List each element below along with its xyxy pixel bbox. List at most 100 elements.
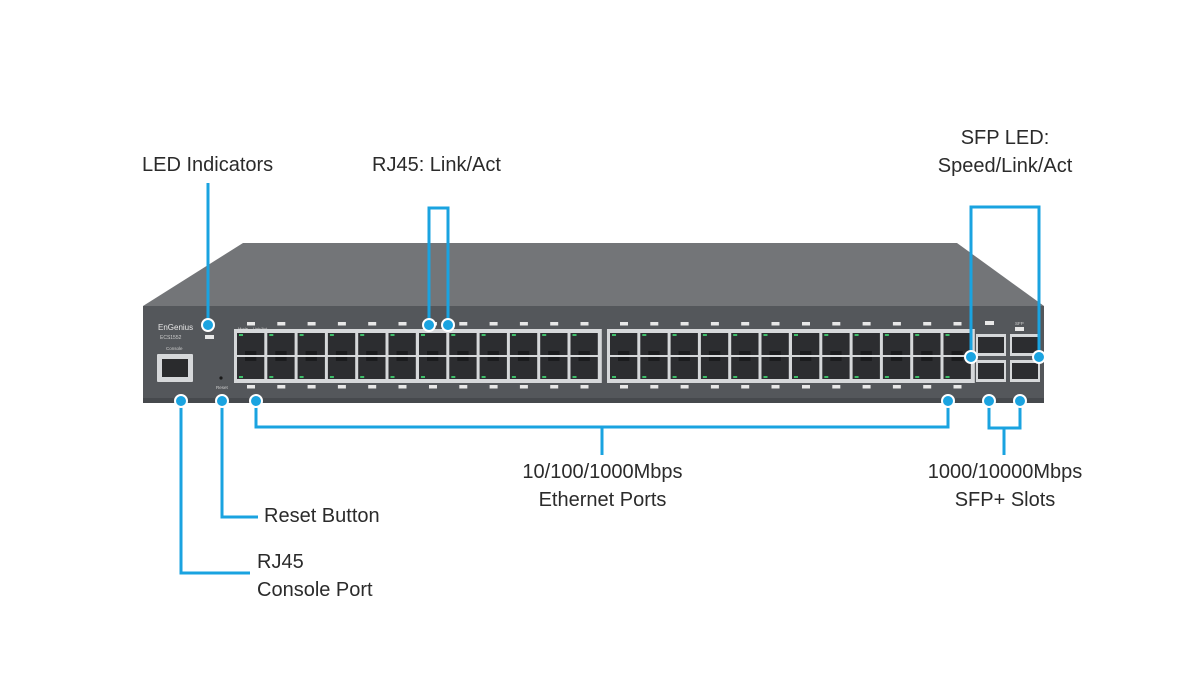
port-number-led [459, 322, 468, 326]
rj45-port[interactable] [267, 333, 295, 355]
rj45-port[interactable] [761, 333, 789, 355]
port-led [360, 334, 365, 336]
rj45-port[interactable] [640, 357, 668, 379]
rj45-port[interactable] [792, 333, 820, 355]
rj45-port[interactable] [792, 357, 820, 379]
rj45-port[interactable] [570, 357, 598, 379]
chassis-front-shadow [143, 398, 1044, 403]
callout-dot [215, 394, 229, 408]
rj45-port[interactable] [327, 333, 356, 355]
rj45-port[interactable] [822, 357, 850, 379]
port-led [733, 334, 738, 336]
rj45-port[interactable] [479, 333, 507, 355]
rj45-port[interactable] [327, 357, 356, 379]
rj45-port[interactable] [479, 357, 507, 379]
port-led [511, 334, 516, 336]
callout-ethernet-line2: Ethernet Ports [538, 489, 667, 511]
rj45-port[interactable] [852, 333, 880, 355]
rj45-port-tab [245, 357, 257, 361]
rj45-port[interactable] [419, 357, 447, 379]
callout-sfp-slots-line1: 1000/10000Mbps [927, 461, 1083, 483]
port-number-led [710, 322, 719, 326]
callout-dot [441, 318, 455, 332]
callout-sfp-slots-line2: SFP+ Slots [954, 489, 1056, 511]
rj45-port[interactable] [610, 333, 638, 355]
port-number-led [771, 385, 780, 389]
rj45-port[interactable] [449, 333, 477, 355]
rj45-port[interactable] [509, 333, 538, 355]
port-number-led [337, 385, 346, 389]
rj45-port[interactable] [237, 357, 265, 379]
rj45-port[interactable] [297, 333, 325, 355]
port-led [763, 334, 768, 336]
port-led [572, 376, 577, 378]
rj45-port[interactable] [509, 357, 538, 379]
port-led [451, 334, 456, 336]
port-led [763, 376, 768, 378]
chassis-top [143, 243, 1044, 306]
rj45-port[interactable] [570, 333, 598, 355]
rj45-port-tab [921, 351, 933, 355]
rj45-port[interactable] [882, 357, 911, 379]
rj45-port[interactable] [761, 357, 789, 379]
rj45-port[interactable] [700, 333, 729, 355]
console-label: Console [166, 346, 183, 351]
port-led [884, 376, 889, 378]
rj45-port[interactable] [610, 357, 638, 379]
rj45-port[interactable] [640, 333, 668, 355]
rj45-port[interactable] [449, 357, 477, 379]
port-number-led [832, 322, 841, 326]
rj45-port-tab [305, 357, 317, 361]
rj45-port[interactable] [267, 357, 295, 379]
rj45-port-tab [708, 357, 721, 361]
rj45-port[interactable] [388, 357, 416, 379]
port-number-led [459, 385, 468, 389]
rj45-port[interactable] [882, 333, 911, 355]
port-led [672, 376, 677, 378]
rj45-port-tab [739, 357, 751, 361]
rj45-port[interactable] [943, 357, 971, 379]
sfp-slot-opening [978, 363, 1004, 379]
rj45-port[interactable] [913, 333, 941, 355]
rj45-port-tab [769, 351, 781, 355]
rj45-port[interactable] [237, 333, 265, 355]
callout-dot [982, 394, 996, 408]
sfp-slots [976, 334, 1040, 382]
rj45-port[interactable] [540, 333, 568, 355]
rj45-port[interactable] [540, 357, 568, 379]
rj45-port[interactable] [670, 333, 698, 355]
rj45-port[interactable] [731, 357, 759, 379]
rj45-port[interactable] [297, 357, 325, 379]
rj45-port[interactable] [913, 357, 941, 379]
callout-rj45-link-act: RJ45: Link/Act [372, 151, 501, 179]
callout-dot [422, 318, 436, 332]
rj45-port[interactable] [852, 357, 880, 379]
rj45-port-tab [457, 357, 469, 361]
rj45-port[interactable] [670, 357, 698, 379]
callout-sfp-led-line1: SFP LED: [960, 127, 1050, 149]
sfp-led-1 [985, 321, 994, 325]
port-led [915, 376, 920, 378]
port-led [390, 376, 395, 378]
rj45-port[interactable] [943, 333, 971, 355]
rj45-port-tab [427, 357, 439, 361]
callout-lines [179, 183, 1041, 575]
rj45-port[interactable] [700, 357, 729, 379]
port-led [794, 376, 798, 378]
callout-ethernet-line1: 10/100/1000Mbps [522, 461, 683, 483]
rj45-port[interactable] [419, 333, 447, 355]
port-number-led [802, 322, 810, 326]
rj45-port[interactable] [358, 333, 386, 355]
rj45-port-tab [396, 351, 408, 355]
line-ethernet [254, 403, 950, 429]
rj45-port[interactable] [388, 333, 416, 355]
port-led [360, 376, 365, 378]
port-led [702, 334, 707, 336]
port-led [945, 376, 950, 378]
rj45-port[interactable] [731, 333, 759, 355]
rj45-port[interactable] [358, 357, 386, 379]
port-number-led [489, 322, 498, 326]
rj45-port-tab [457, 351, 469, 355]
rj45-port[interactable] [822, 333, 850, 355]
reset-button[interactable] [219, 376, 223, 380]
